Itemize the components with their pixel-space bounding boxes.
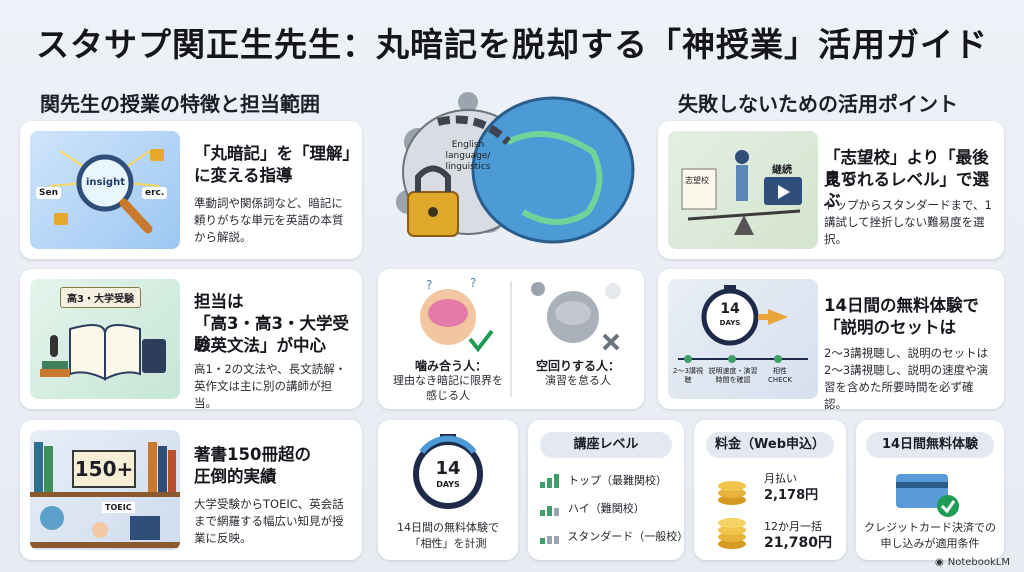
trial-timer-unit: DAYS [436, 480, 460, 489]
credit-card-icon [896, 474, 959, 517]
svg-text:?: ? [426, 278, 432, 292]
level-high-label: ハイ（難関校） [568, 502, 645, 515]
step2-label: 説明速度・演習時間を確認 [708, 367, 758, 384]
coin-stack-icon [718, 518, 746, 549]
card-understanding: Sen insight erc. 「丸暗記」を「理解」 に変える指導 準動詞や関… [20, 121, 362, 259]
monthly-label: 月払い [764, 472, 797, 485]
price-label: 料金（Web申込） [706, 432, 834, 458]
rcard1-title-line2: 見られるレベル」で選ぶ [824, 170, 989, 210]
rcard2-desc-line2: 2〜3講視聴し、説明の速度や演習を含めた所要時間を必ず確認。 [824, 363, 989, 411]
card2-title-line1: 担当は [194, 292, 244, 311]
yearly-label: 12か月一括 [764, 520, 822, 533]
level-top-label: トップ（最難関校） [568, 474, 667, 487]
medium-bars-icon [540, 506, 559, 516]
grade-label: 高3・大学受験 [60, 287, 141, 308]
low-bars-icon [540, 536, 559, 544]
balance-illustration: 志望校 継続 [668, 131, 818, 249]
card-trial-timer: 14 DAYS 14日間の無料体験で 「相性」を計測 [378, 420, 518, 560]
book-count-badge: 150+ [72, 450, 136, 488]
magnifier-icon [49, 149, 164, 234]
rcard1-desc: トップからスタンダードまで、1講試して挫折しない難易度を選択。 [824, 198, 992, 246]
card3-desc: 大学受験からTOEIC、英会話まで網羅する幅広い知見が授業に反映。 [194, 497, 344, 545]
level-item-standard: スタンダード（一般校） [540, 528, 689, 544]
card-level-choice: 志望校 継続 「志望校」より「最後まで 見られるレベル」で選ぶ トップからスタン… [658, 121, 1004, 259]
books-illustration: 高3・大学受験 [30, 279, 180, 399]
timer-unit: DAYS [719, 319, 741, 327]
bad-fit-desc: 演習を怠る人 [545, 374, 611, 387]
rcard2-desc-line1: 2〜3講視聴し、説明のセットは [824, 346, 989, 360]
rcard2-title-line2: 「説明のセットは [824, 318, 956, 337]
right-section-heading: 失敗しないための活用ポイント [678, 92, 958, 116]
card2-title-line3: の英文法」が中心 [194, 336, 326, 355]
card-free-trial: 14日間無料体験 クレジットカード決済での 申し込みが適用条件 [856, 420, 1004, 560]
word-etc: erc. [142, 187, 168, 199]
notebooklm-icon: ◉ [935, 557, 944, 568]
card1-title-line2: に変える指導 [194, 166, 293, 185]
card3-title-line2: 圧倒的実績 [194, 467, 277, 486]
brain-lock-illustration: English language/ linguistics [378, 82, 648, 262]
level-standard-label: スタンダード（一般校） [567, 530, 689, 543]
page-title: スタサプ関正生先生：丸暗記を脱却する「神授業」活用ガイド [36, 25, 988, 64]
coin-stack-icon [718, 481, 746, 505]
monthly-price: 2,178円 [764, 488, 819, 503]
course-level-label: 講座レベル [540, 432, 672, 458]
good-fit-title: 噛み合う人： [414, 359, 487, 373]
card-free-trial-check: 14 DAYS 2〜3講視聴 説明速度・演習時間を確認 相性CHECK 14日間… [658, 269, 1004, 411]
card2-title-line2: 「高3・高3・大学受験 [194, 314, 349, 354]
toeic-label: TOEIC [102, 502, 135, 513]
svg-text:?: ? [470, 276, 476, 290]
lock-english-label: English language/ linguistics [445, 140, 491, 172]
left-section-heading: 関先生の授業の特徴と担当範囲 [40, 92, 320, 116]
free-trial-label: 14日間無料体験 [866, 432, 994, 458]
footer-label: NotebookLM [947, 557, 1010, 568]
level-item-top: トップ（最難関校） [540, 472, 667, 488]
magnifier-illustration: Sen insight erc. [30, 131, 180, 249]
good-fit-desc: 理由なき暗記に限界を感じる人 [393, 374, 503, 402]
level-item-high: ハイ（難関校） [540, 500, 645, 516]
footer-brand: ◉ NotebookLM [935, 557, 1010, 568]
rcard1-title-line1: 「志望校」より「最後まで [824, 148, 989, 188]
card-scope: 高3・大学受験 担当は 「高3・高3・大学受験 の英文法」が中心 高1・2の文法… [20, 269, 362, 410]
timeline-illustration: 14 DAYS 2〜3講視聴 説明速度・演習時間を確認 相性CHECK [668, 279, 818, 399]
step3-label: 相性CHECK [767, 367, 793, 384]
timer-number: 14 [720, 301, 740, 317]
book-icon [40, 324, 166, 381]
bookshelf-illustration: 150+ TOEIC [30, 430, 180, 550]
trial-desc-line2: 「相性」を計測 [409, 537, 487, 550]
trial-desc-line1: 14日間の無料体験で [397, 521, 499, 534]
stopwatch-icon [413, 434, 483, 509]
card-price: 料金（Web申込） 月払い 2,178円 12か月一括 21,780円 [694, 420, 846, 560]
stopwatch-icon [678, 285, 808, 363]
target-school-label: 志望校 [685, 176, 709, 185]
continue-label: 継続 [772, 165, 792, 176]
head-comparison-icon: ?? [420, 276, 621, 397]
card-fit-comparison: ?? 噛み合う人： 理由なき暗記に限界を感じる人 空回りする人： 演習を怠る人 [378, 269, 644, 409]
card-achievements: 150+ TOEIC 著書150冊超の 圧倒的実績 大学受験からTOEIC、英会… [20, 420, 362, 560]
card1-desc: 準動詞や関係詞など、暗記に頼りがちな単元を英語の本質から解説。 [194, 196, 344, 244]
yearly-price: 21,780円 [764, 535, 833, 551]
word-insight: insight [86, 177, 125, 188]
free-trial-desc-line1: クレジットカード決済での [864, 521, 996, 534]
free-trial-desc-line2: 申し込みが適用条件 [880, 537, 980, 550]
trial-timer-number: 14 [435, 458, 461, 479]
card1-title-line1: 「丸暗記」を「理解」 [194, 144, 359, 163]
card2-desc: 高1・2の文法や、長文読解・英作文は主に別の講師が担当。 [194, 362, 347, 410]
card-course-level: 講座レベル トップ（最難関校） ハイ（難関校） スタンダード（一般校） [528, 420, 689, 560]
bad-fit-title: 空回りする人： [535, 359, 620, 373]
bookshelf-icon [30, 442, 180, 548]
card3-title-line1: 著書150冊超の [194, 445, 311, 464]
scale-icon [681, 150, 802, 235]
brain-icon [396, 92, 635, 244]
rcard2-title-line1: 14日間の無料体験で [824, 296, 979, 315]
word-sen: Sen [36, 187, 61, 199]
rising-bars-icon [540, 474, 559, 488]
step1-label: 2〜3講視聴 [673, 367, 703, 384]
